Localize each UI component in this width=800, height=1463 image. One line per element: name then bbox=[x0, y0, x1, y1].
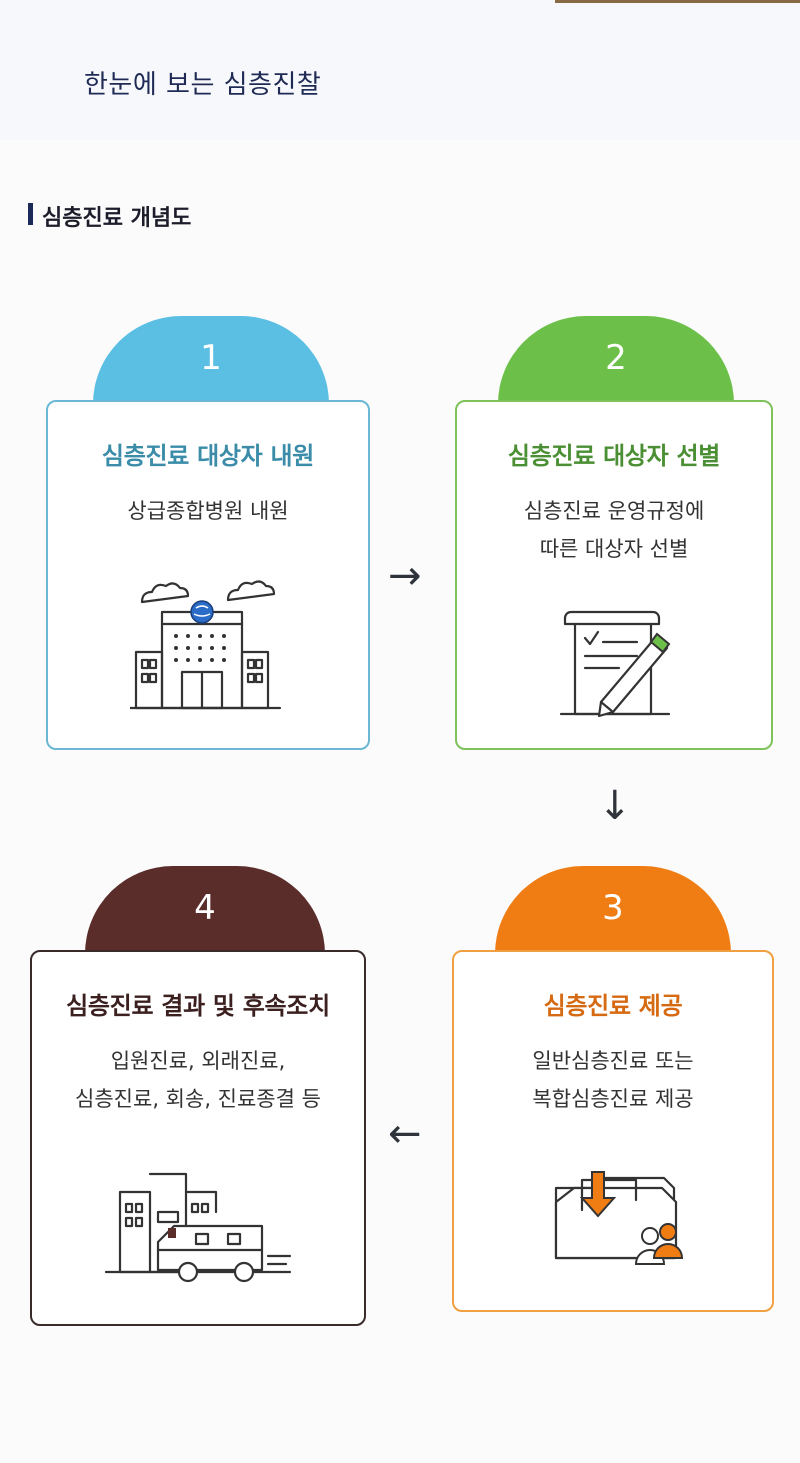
top-rule bbox=[555, 0, 800, 3]
ambulance-hospital-icon bbox=[104, 1172, 292, 1283]
header-band bbox=[0, 0, 800, 140]
step-2-title: 심층진료 대상자 선별 bbox=[507, 442, 721, 470]
step-1-description: 상급종합병원 내원 bbox=[48, 492, 368, 530]
step-3-card: 심층진료 제공 일반심층진료 또는 복합심층진료 제공 bbox=[452, 950, 774, 1312]
arrow-right-icon: → bbox=[388, 553, 422, 599]
section-title-bar bbox=[28, 203, 33, 225]
step-3-description: 일반심층진료 또는 복합심층진료 제공 bbox=[454, 1042, 772, 1118]
step-4-title: 심층진료 결과 및 후속조치 bbox=[66, 992, 330, 1020]
step-4-number: 4 bbox=[194, 888, 216, 928]
step-2-desc-line: 심층진료 운영규정에 bbox=[523, 499, 705, 523]
step-4-card: 심층진료 결과 및 후속조치 입원진료, 외래진료, 심층진료, 회송, 진료종… bbox=[30, 950, 366, 1326]
page-title: 한눈에 보는 심층진찰 bbox=[84, 70, 322, 100]
section-title: 심층진료 개념도 bbox=[28, 200, 191, 232]
step-4-description: 입원진료, 외래진료, 심층진료, 회송, 진료종결 등 bbox=[32, 1042, 364, 1118]
step-1-number: 1 bbox=[200, 338, 222, 378]
step-2-description: 심층진료 운영규정에 따른 대상자 선별 bbox=[457, 492, 771, 568]
step-3-title: 심층진료 제공 bbox=[543, 992, 683, 1020]
step-3-desc-line: 일반심층진료 또는 bbox=[532, 1049, 694, 1073]
step-1-title: 심층진료 대상자 내원 bbox=[101, 442, 315, 470]
step-1-desc-line: 상급종합병원 내원 bbox=[127, 499, 289, 523]
step-4-number-tab: 4 bbox=[85, 866, 325, 954]
step-4-desc-line: 입원진료, 외래진료, bbox=[110, 1049, 286, 1073]
step-3-number: 3 bbox=[602, 888, 624, 928]
document-pencil-icon bbox=[559, 610, 671, 718]
arrow-down-icon: ↓ bbox=[598, 783, 632, 829]
step-2-number-tab: 2 bbox=[498, 316, 734, 404]
step-1-number-tab: 1 bbox=[93, 316, 329, 404]
step-1-card: 심층진료 대상자 내원 상급종합병원 내원 bbox=[46, 400, 370, 750]
step-3-number-tab: 3 bbox=[495, 866, 731, 954]
section-title-text: 심층진료 개념도 bbox=[42, 206, 192, 231]
step-2-number: 2 bbox=[605, 338, 627, 378]
hospital-icon bbox=[130, 580, 282, 710]
step-2-card: 심층진료 대상자 선별 심층진료 운영규정에 따른 대상자 선별 bbox=[455, 400, 773, 750]
step-3-desc-line: 복합심층진료 제공 bbox=[532, 1087, 694, 1111]
step-4-desc-line: 심층진료, 회송, 진료종결 등 bbox=[75, 1087, 321, 1111]
arrow-left-icon: ← bbox=[388, 1111, 422, 1157]
step-2-desc-line: 따른 대상자 선별 bbox=[539, 537, 689, 561]
folder-patient-icon bbox=[554, 1171, 684, 1265]
